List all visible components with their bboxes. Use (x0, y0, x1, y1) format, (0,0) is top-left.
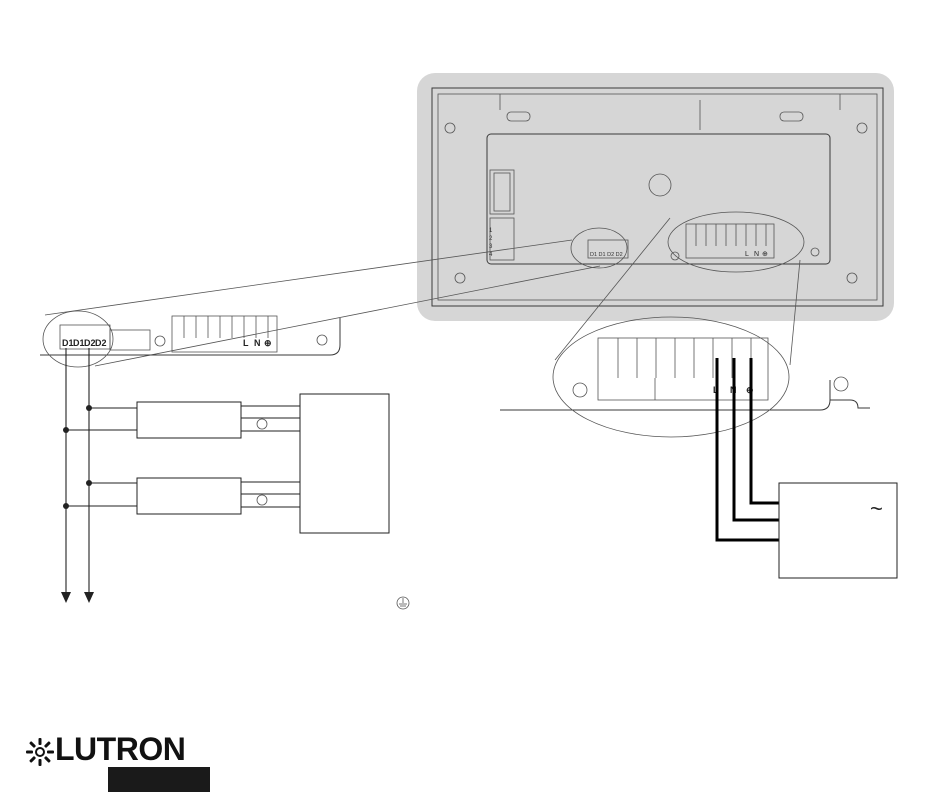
dali-terminal-d1b: D1 (73, 338, 85, 348)
small-terminal-gnd: ⊕ (762, 251, 768, 258)
brand-bar (108, 767, 210, 792)
supply-box-left (300, 394, 389, 533)
small-dali-label: D1 D1 D2 D2 (590, 252, 623, 258)
dali-terminal-d2b: D2 (95, 338, 107, 348)
dali-terminal-d2a: D2 (84, 338, 96, 348)
brand-name: LUTRON (55, 731, 185, 768)
ground-symbol-1 (257, 419, 267, 429)
ground-symbol-2 (257, 495, 267, 505)
small-terminal-l: L (745, 251, 749, 258)
lutron-logo: LUTRON (25, 736, 215, 792)
device-panel-background (417, 73, 894, 321)
right-terminal-zoom: L N ⊕ (500, 317, 870, 437)
ballast-1 (137, 402, 241, 438)
bus-arrow-2 (84, 592, 94, 603)
left-terminal-zoom: D1 D1 D2 D2 L N ⊕ (40, 311, 340, 367)
sunburst-icon (25, 737, 55, 767)
left-terminal-l: L (243, 338, 249, 348)
left-terminal-gnd: ⊕ (264, 338, 272, 348)
dali-bus-wiring (61, 348, 137, 603)
small-terminal-n: N (754, 251, 759, 258)
ground-symbol-legend (397, 597, 409, 609)
bus-arrow-1 (61, 592, 71, 603)
dali-terminal-d1a: D1 (62, 338, 74, 348)
left-terminal-n: N (254, 338, 261, 348)
ballast-supply-wiring (241, 406, 300, 507)
ac-symbol: ~ (870, 496, 883, 521)
ballast-2 (137, 478, 241, 514)
